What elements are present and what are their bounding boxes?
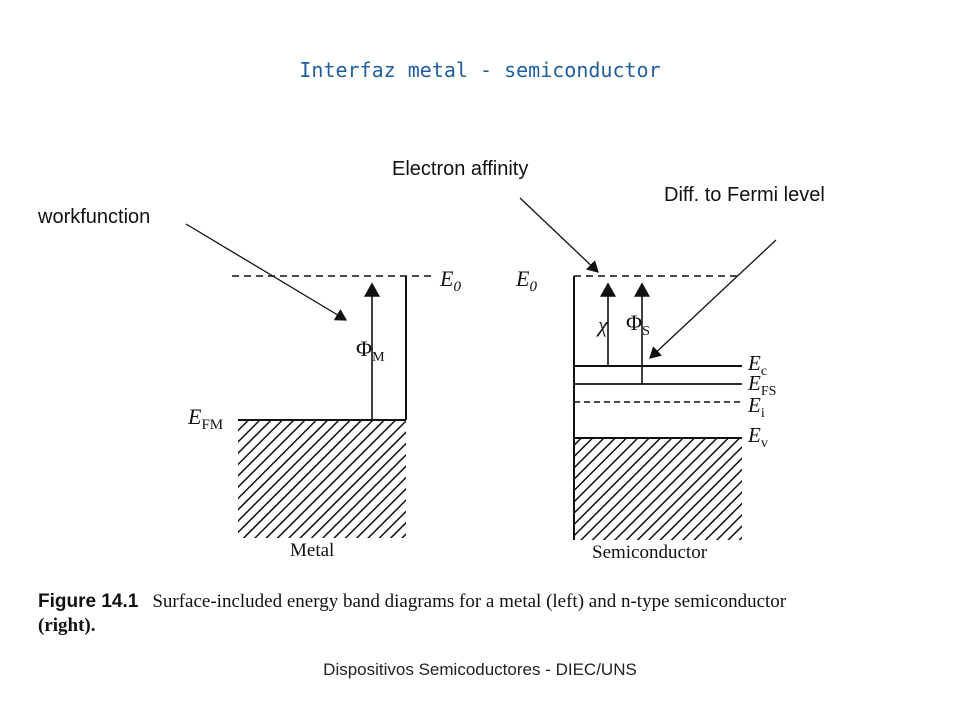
svg-text:EFS: EFS [747,371,776,399]
metal-E0-subscript: 0 [453,279,461,295]
sc-Ev-label: E [747,423,761,447]
sc-Ec-subscript: c [761,364,767,379]
metal-EFM-subscript: FM [201,417,223,433]
metal-filled-band-hatch [238,420,406,538]
sc-Ec-label: E [747,351,761,375]
figure-caption: Figure 14.1 Surface-included energy band … [38,590,918,638]
annotation-electron-affinity: Electron affinity [392,158,529,180]
svg-text:ΦM: ΦM [356,336,385,365]
annotation-workfunction: workfunction [38,206,151,228]
figure-number: Figure 14.1 [38,591,139,612]
svg-text:Ei: Ei [747,393,765,421]
semiconductor-diagram: E0 χ ΦS Ec EFS Ei Ev Semiconductor [515,266,776,563]
semiconductor-label: Semiconductor [592,542,708,563]
workfunction-pointer-arrow [185,223,348,321]
sc-workfunction-symbol: Φ [626,310,642,335]
slide-title: Interfaz metal - semiconductor [299,58,661,82]
sc-Ei-label: E [747,393,761,417]
metal-EFM-label: E [187,404,202,429]
sc-E0-subscript: 0 [529,279,537,295]
caption-tail: (right). [38,615,96,636]
slide-footer: Dispositivos Semicoductores - DIEC/UNS [323,660,637,679]
sc-Ei-subscript: i [761,406,765,421]
metal-workfunction-subscript: M [372,350,385,365]
sc-chi-symbol: χ [596,312,609,337]
sc-valence-band-hatch [574,438,742,540]
diff-fermi-pointer-arrow [649,239,777,359]
metal-diagram: E0 EFM ΦM Metal [187,266,461,561]
annotation-diff-fermi: Diff. to Fermi level [664,184,825,206]
svg-text:Ec: Ec [747,351,767,379]
svg-text:E0: E0 [515,266,537,295]
metal-workfunction-symbol: Φ [356,336,372,361]
sc-E0-label: E [515,266,530,291]
svg-text:Ev: Ev [747,423,768,451]
metal-label: Metal [290,540,334,561]
electron-affinity-pointer-arrow [519,197,599,273]
svg-text:E0: E0 [439,266,461,295]
sc-workfunction-subscript: S [642,324,650,339]
caption-text: Surface-included energy band diagrams fo… [152,591,787,612]
svg-text:EFM: EFM [187,404,223,433]
metal-E0-label: E [439,266,454,291]
sc-Ev-subscript: v [761,436,768,451]
svg-text:ΦS: ΦS [626,310,650,339]
sc-EFS-subscript: FS [761,384,777,399]
sc-EFS-label: E [747,371,761,395]
